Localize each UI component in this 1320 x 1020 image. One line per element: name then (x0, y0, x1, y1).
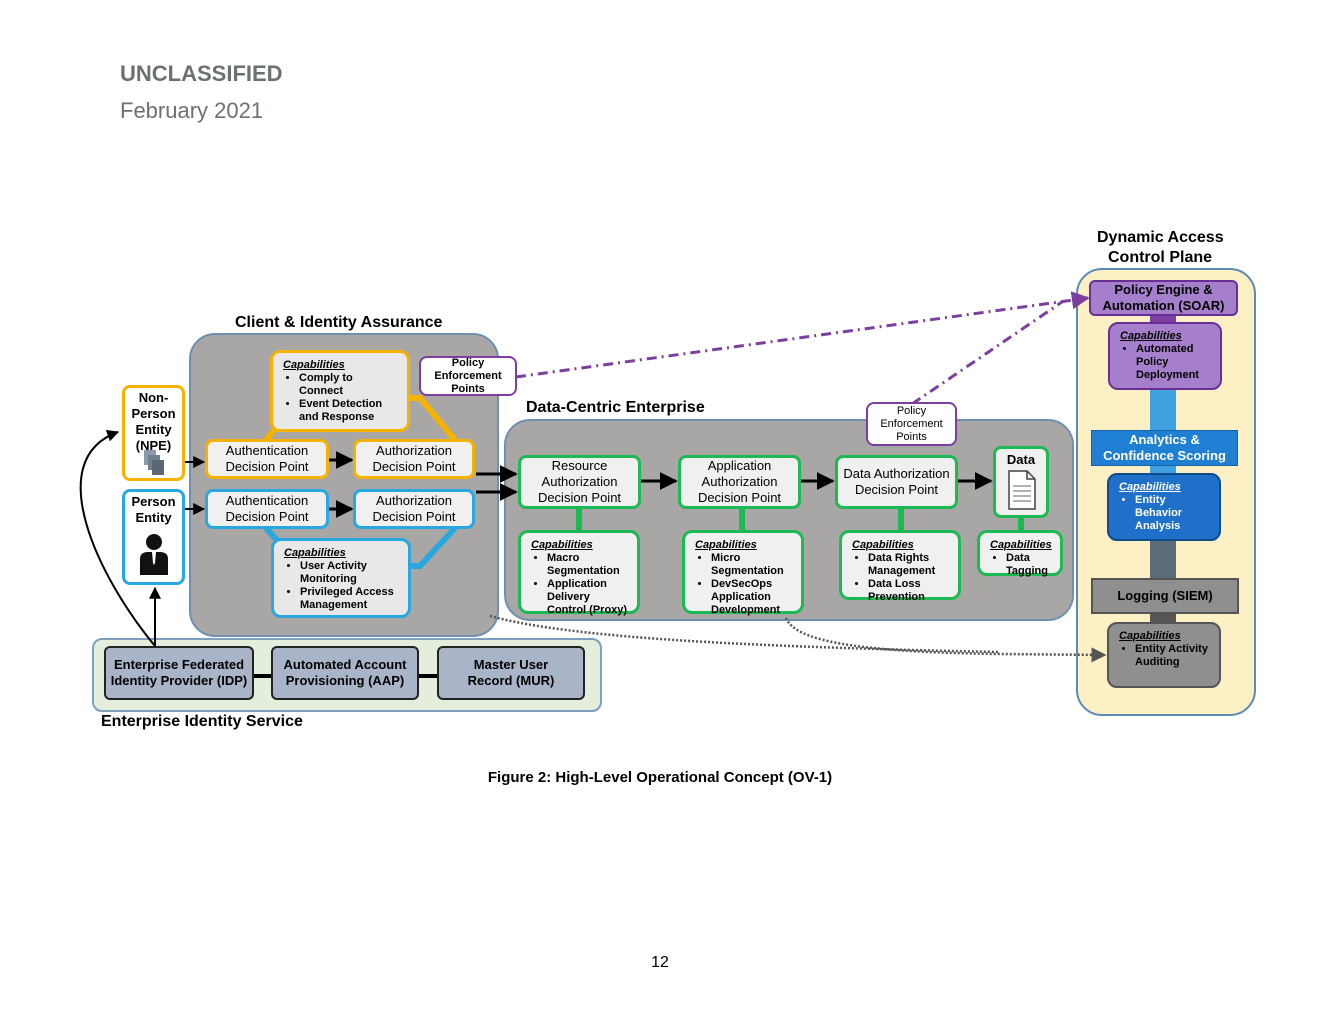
pep-left-to-soar (515, 291, 1090, 379)
dynamic-title-line1: Dynamic Access (1097, 229, 1224, 246)
authentication-decision-point-npe: Authentication Decision Point (205, 439, 329, 479)
classification-label: UNCLASSIFIED (120, 61, 283, 86)
cap-item: Application Delivery Control (Proxy) (547, 578, 629, 617)
document-icon (1008, 470, 1036, 510)
capabilities-client-top: Capabilities Comply to Connect Event Det… (270, 350, 410, 432)
label: Enterprise Federated Identity Provider (… (110, 657, 248, 688)
npe-label: Non-Person Entity (NPE) (131, 390, 176, 453)
automated-account-provisioning: Automated Account Provisioning (AAP) (271, 646, 419, 700)
application-authorization-decision-point: Application Authorization Decision Point (678, 455, 801, 509)
page-number: 12 (651, 954, 669, 971)
label: Data Authorization Decision Point (843, 466, 950, 497)
label: Authorization Decision Point (372, 493, 456, 524)
authorization-decision-point-npe: Authorization Decision Point (353, 439, 475, 479)
logging-siem: Logging (SIEM) (1091, 578, 1239, 614)
label: Data (1006, 452, 1036, 467)
cap-item: Event Detection and Response (299, 398, 399, 424)
person-icon (140, 534, 168, 575)
non-person-entity: Non-Person Entity (NPE) (122, 385, 185, 481)
label: Analytics & Confidence Scoring (1103, 432, 1226, 463)
cap-item: User Activity Monitoring (300, 560, 400, 586)
master-user-record: Master User Record (MUR) (437, 646, 585, 700)
authorization-decision-point-person: Authorization Decision Point (353, 489, 475, 529)
blue-outline-right (410, 525, 458, 569)
capabilities-client-bottom: Capabilities User Activity Monitoring Pr… (271, 538, 411, 618)
cap-title: Capabilities (852, 539, 914, 551)
identity-service-title: Enterprise Identity Service (101, 713, 303, 730)
cap-item: Automated Policy Deployment (1136, 343, 1212, 382)
idp-npe-arrow (79, 430, 156, 647)
capabilities-data-adp: Capabilities Data Rights Management Data… (839, 530, 961, 603)
cap-title: Capabilities (695, 539, 757, 551)
cap-item: Entity Behavior Analysis (1135, 494, 1211, 533)
capabilities-soar: Capabilities Automated Policy Deployment (1108, 322, 1222, 390)
policy-engine-soar: Policy Engine & Automation (SOAR) (1089, 280, 1238, 316)
label: Automated Account Provisioning (AAP) (283, 657, 407, 688)
capabilities-analytics: Capabilities Entity Behavior Analysis (1107, 473, 1221, 541)
cap-item: Macro Segmentation (547, 552, 629, 578)
label: Logging (SIEM) (1117, 588, 1213, 603)
client-identity-title: Client & Identity Assurance (235, 314, 443, 331)
cap-title: Capabilities (284, 547, 346, 559)
data-authorization-decision-point: Data Authorization Decision Point (835, 455, 958, 509)
dynamic-title-line2: Control Plane (1108, 249, 1213, 266)
resource-authorization-decision-point: Resource Authorization Decision Point (518, 455, 641, 509)
label: Policy Enforcement Points (880, 404, 943, 443)
person-label: Person Entity (131, 494, 176, 525)
cap-item: Entity Activity Auditing (1135, 643, 1211, 669)
label: Policy Engine & Automation (SOAR) (1102, 282, 1225, 313)
cap-item: Privileged Access Management (300, 586, 400, 612)
capabilities-data: Capabilities Data Tagging (977, 530, 1063, 578)
cap-title: Capabilities (1119, 630, 1181, 642)
analytics-confidence-scoring: Analytics & Confidence Scoring (1091, 430, 1238, 466)
cap-title: Capabilities (990, 539, 1052, 551)
label: Authentication Decision Point (225, 493, 309, 524)
label: Master User Record (MUR) (467, 657, 555, 688)
cap-title: Capabilities (531, 539, 593, 551)
data-centric-title: Data-Centric Enterprise (526, 399, 705, 416)
cap-title: Capabilities (283, 359, 345, 371)
enterprise-federated-identity-provider: Enterprise Federated Identity Provider (… (104, 646, 254, 700)
capabilities-resource: Capabilities Macro Segmentation Applicat… (518, 530, 640, 617)
label: Authentication Decision Point (225, 443, 309, 474)
client-to-logging (489, 614, 1001, 654)
datacentric-to-logging (784, 617, 1107, 663)
label: Policy Enforcement Points (434, 356, 502, 395)
cap-item: Data Rights Management (868, 552, 950, 578)
policy-enforcement-points-right: Policy Enforcement Points (866, 402, 957, 446)
gold-outline-right (408, 395, 458, 442)
npe-device-icon (144, 450, 164, 475)
label: Resource Authorization Decision Point (537, 458, 622, 505)
cap-item: Data Loss Prevention (868, 578, 950, 604)
figure-caption: Figure 2: High-Level Operational Concept… (487, 769, 833, 786)
cap-item: DevSecOps Application Development (711, 578, 793, 617)
document-date: February 2021 (120, 98, 264, 123)
cap-title: Capabilities (1119, 481, 1181, 493)
capabilities-application: Capabilities Micro Segmentation DevSecOp… (682, 530, 804, 617)
cap-item: Data Tagging (1006, 552, 1052, 578)
authentication-decision-point-person: Authentication Decision Point (205, 489, 329, 529)
label: Authorization Decision Point (372, 443, 456, 474)
cap-item: Comply to Connect (299, 372, 399, 398)
cap-title: Capabilities (1120, 330, 1182, 342)
policy-enforcement-points-left: Policy Enforcement Points (419, 356, 517, 396)
capabilities-logging: Capabilities Entity Activity Auditing (1107, 622, 1221, 688)
cap-item: Micro Segmentation (711, 552, 793, 578)
label: Application Authorization Decision Point (697, 458, 782, 505)
pep-right-to-soar (911, 300, 1063, 406)
